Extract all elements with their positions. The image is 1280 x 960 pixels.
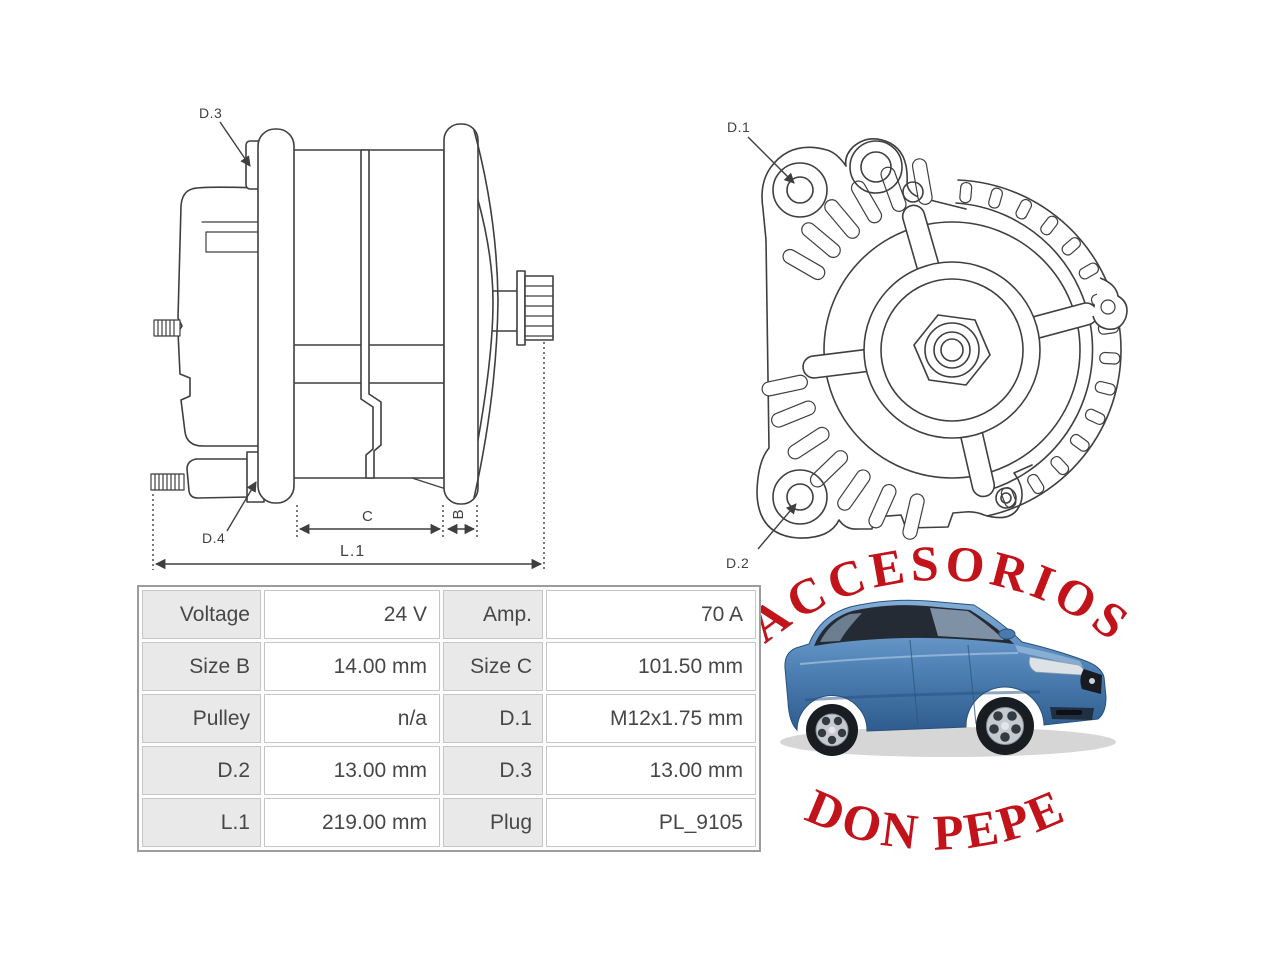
car-badge xyxy=(1089,678,1095,684)
right-side-tab xyxy=(1092,277,1128,331)
mount-plate-outline xyxy=(756,138,1033,539)
side-view-drawing xyxy=(150,123,554,505)
car-door-seam-1 xyxy=(909,639,919,727)
rear-housing-slot xyxy=(205,231,261,253)
front-view-callouts: D.1 D.2 xyxy=(726,119,797,571)
mount-hole-d1 xyxy=(772,162,828,218)
spec-value: M12x1.75 mm xyxy=(546,694,756,743)
mount-hole-top xyxy=(849,140,903,194)
hub-mid-circle xyxy=(880,278,1024,422)
spec-label: D.1 xyxy=(443,694,543,743)
nut-circle-outer xyxy=(924,322,980,378)
front-view-drawing xyxy=(756,138,1128,540)
lower-mounting-lug xyxy=(186,458,250,499)
car-side-crease xyxy=(799,652,1019,665)
spec-value: 219.00 mm xyxy=(264,798,440,847)
rear-bracket-arm xyxy=(257,128,295,504)
logo-arc-bottom-text: DON PEPE xyxy=(799,777,1074,861)
spec-row-pulley: Pulley n/a D.1 M12x1.75 mm xyxy=(142,694,756,743)
car-hood-highlight xyxy=(1015,645,1083,667)
callout-label-d3: D.3 xyxy=(199,105,222,121)
right-tab-hole xyxy=(1100,299,1116,315)
car-windshield-glass xyxy=(930,608,1004,640)
terminal-stud-upper xyxy=(153,319,181,337)
spec-label: Size B xyxy=(142,642,261,691)
plate-vent-slots xyxy=(761,158,933,540)
small-ear-bottom-right xyxy=(995,487,1017,509)
rim-outer-arc xyxy=(957,179,1122,517)
spec-table: Voltage 24 V Amp. 70 A Size B 14.00 mm S… xyxy=(137,585,761,852)
dim-label-c: C xyxy=(362,508,374,525)
car-lower-shadow-line xyxy=(804,690,1041,702)
shaft-nut-hex xyxy=(913,314,991,386)
spec-value: n/a xyxy=(264,694,440,743)
small-hole-top xyxy=(902,181,924,203)
rim-inner-arc xyxy=(955,202,1094,494)
spec-label: Amp. xyxy=(443,590,543,639)
spec-value: 101.50 mm xyxy=(546,642,756,691)
spec-value: 13.00 mm xyxy=(546,746,756,795)
spec-value: PL_9105 xyxy=(546,798,756,847)
spec-value: 13.00 mm xyxy=(264,746,440,795)
nut-circle-inner xyxy=(940,338,964,362)
spec-row-d2-d3: D.2 13.00 mm D.3 13.00 mm xyxy=(142,746,756,795)
alternator-side-view-diagram: C B L.1 D.3 D.4 xyxy=(150,105,554,570)
body-bottom-slant xyxy=(411,477,447,490)
nut-circle-mid xyxy=(933,331,971,369)
alternator-front-view-diagram: D.1 D.2 xyxy=(726,119,1128,571)
car-door-seam-2 xyxy=(967,644,977,725)
spec-label: Pulley xyxy=(142,694,261,743)
spec-label: Voltage xyxy=(142,590,261,639)
callout-leader-d1 xyxy=(747,136,795,184)
callout-label-d2: D.2 xyxy=(726,555,749,571)
car-front-wheel xyxy=(976,697,1034,755)
car-rear-window-glass xyxy=(820,613,862,642)
accesorios-don-pepe-logo: ACCESORIOS xyxy=(738,534,1138,861)
car-rear-wheel xyxy=(806,704,858,756)
dim-label-l1: L.1 xyxy=(340,543,365,560)
bell-inner-curve xyxy=(477,199,494,441)
spec-label: D.2 xyxy=(142,746,261,795)
spec-label: Plug xyxy=(443,798,543,847)
car-fog-slot xyxy=(1056,710,1082,715)
spec-row-voltage: Voltage 24 V Amp. 70 A xyxy=(142,590,756,639)
center-divider-channel xyxy=(360,149,382,479)
face-circle xyxy=(823,221,1081,479)
spec-row-size: Size B 14.00 mm Size C 101.50 mm xyxy=(142,642,756,691)
spec-label: L.1 xyxy=(142,798,261,847)
car-illustration xyxy=(780,599,1116,757)
spec-row-l1-plug: L.1 219.00 mm Plug PL_9105 xyxy=(142,798,756,847)
terminal-stud-lower xyxy=(150,473,185,491)
bell-outer-curve xyxy=(473,129,499,499)
callout-leader-d2 xyxy=(757,503,797,550)
side-view-dimensions: C B L.1 D.3 D.4 xyxy=(152,105,545,570)
callout-label-d4: D.4 xyxy=(202,530,225,546)
mount-hole-d2 xyxy=(772,469,828,525)
spec-value: 24 V xyxy=(264,590,440,639)
callout-leader-d3 xyxy=(219,121,251,167)
front-bracket-arm xyxy=(443,123,479,505)
callout-leader-d4 xyxy=(226,481,257,532)
spec-value: 70 A xyxy=(546,590,756,639)
shaft-splined-end xyxy=(492,270,554,346)
spec-label: Size C xyxy=(443,642,543,691)
car-mirror xyxy=(998,628,1016,640)
spec-label: D.3 xyxy=(443,746,543,795)
dim-label-b: B xyxy=(450,508,467,519)
callout-label-d1: D.1 xyxy=(727,119,750,135)
rear-housing-outline xyxy=(177,186,260,447)
spec-value: 14.00 mm xyxy=(264,642,440,691)
